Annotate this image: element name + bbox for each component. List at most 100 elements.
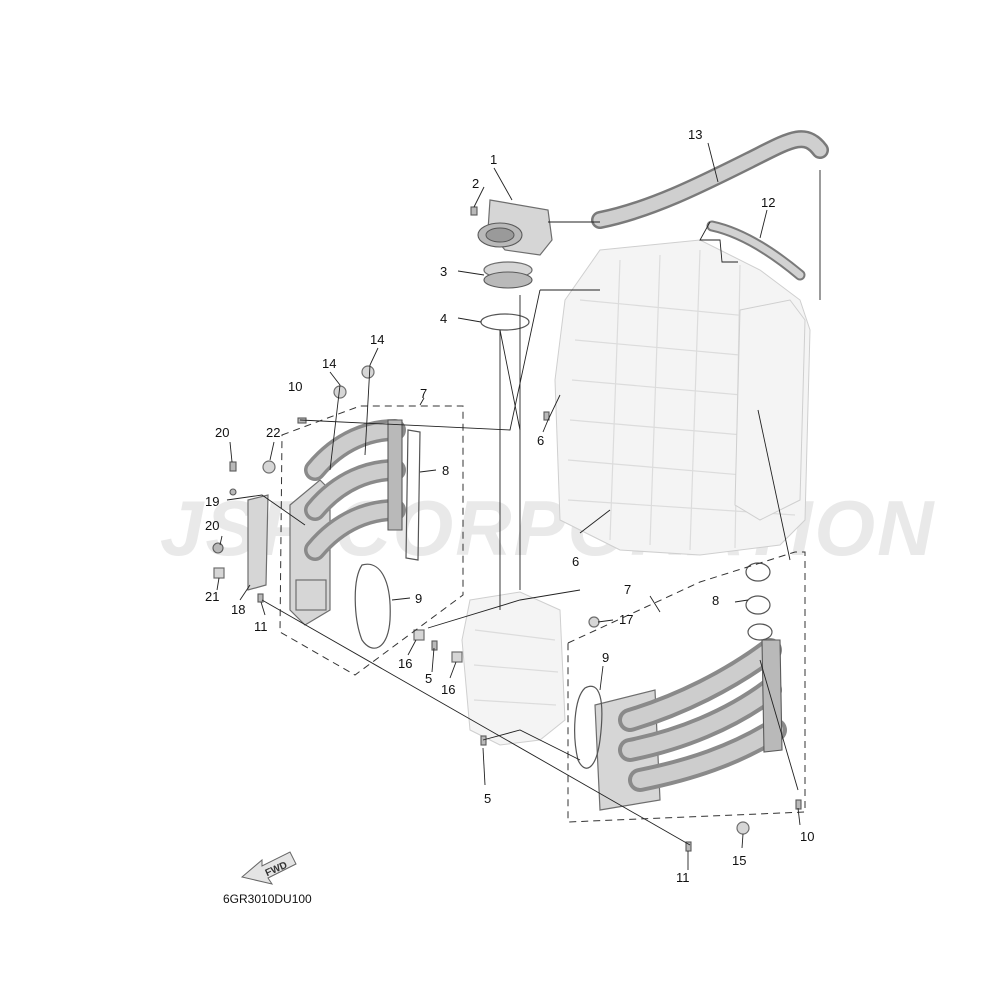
leader-22 — [269, 441, 275, 461]
nut-14-b — [361, 365, 375, 379]
leader-15 — [741, 833, 744, 849]
leader-lines — [216, 142, 821, 870]
leader-16-to-block — [427, 589, 581, 629]
callout-1: 1 — [490, 152, 497, 167]
callout-8-b: 8 — [712, 593, 719, 608]
manifold-left-flange — [387, 419, 403, 531]
callout-13: 13 — [688, 127, 702, 142]
callout-6-b: 6 — [572, 554, 579, 569]
intake-elbow-1 — [477, 199, 553, 256]
gasket-8-right-c — [747, 623, 773, 641]
leader-10b — [797, 807, 801, 826]
leader-2 — [473, 186, 485, 208]
callout-11-b: 11 — [676, 870, 690, 885]
clamp-ring-bottom — [483, 271, 533, 289]
leader-5b — [482, 747, 486, 786]
lower-housing-ghost — [461, 591, 566, 746]
callout-10-a: 10 — [288, 379, 302, 394]
leader-20b — [219, 535, 223, 546]
leader-4-drop — [499, 289, 600, 431]
bolt-10-right — [795, 799, 802, 810]
leader-8a — [419, 469, 437, 473]
grommet-21 — [213, 567, 225, 579]
callout-17: 17 — [619, 612, 633, 627]
callout-21: 21 — [205, 589, 219, 604]
leader-5a — [431, 647, 435, 673]
callout-9-a: 9 — [415, 591, 422, 606]
intake-elbow-opening — [485, 227, 515, 243]
nut-20-lower — [212, 542, 224, 554]
engine-block-ghost — [554, 239, 811, 556]
leader-12-bracket — [699, 221, 738, 263]
leader-14 — [329, 347, 379, 471]
gasket-9-left — [354, 563, 391, 649]
clamp-ring-3 — [483, 261, 533, 289]
leader-10-right — [759, 659, 799, 791]
gasket-8-left — [405, 429, 421, 561]
callout-labels: 1 2 3 4 5 5 6 6 7 7 8 8 9 9 10 10 11 11 … — [205, 127, 814, 885]
callout-6-a: 6 — [537, 433, 544, 448]
fwd-arrow-icon: FWD — [240, 851, 297, 885]
leader-9b — [599, 665, 604, 691]
bolt-5-b — [480, 735, 487, 746]
callout-16-a: 16 — [398, 656, 412, 671]
callout-10-b: 10 — [800, 829, 814, 844]
manifold-left-base — [295, 579, 327, 611]
lower-housing-ribs — [473, 629, 559, 706]
gasket-8-right-b — [745, 595, 771, 615]
callout-15: 15 — [732, 853, 746, 868]
screw-19 — [229, 488, 237, 496]
bolt-2 — [470, 206, 478, 216]
callout-14-a: 14 — [322, 356, 336, 371]
gaskets-8-right — [745, 562, 773, 641]
screw-6-a — [543, 411, 550, 421]
callout-5-a: 5 — [425, 671, 432, 686]
engine-block-cylinders — [609, 249, 741, 551]
runner-r2-in — [622, 682, 778, 758]
callout-3: 3 — [440, 264, 447, 279]
callout-19: 19 — [205, 494, 219, 509]
callout-12: 12 — [761, 195, 775, 210]
hose-12-fill — [708, 222, 804, 279]
leader-19 — [226, 494, 306, 526]
callout-5-b: 5 — [484, 791, 491, 806]
intake-manifold-right — [594, 638, 787, 811]
runner-r3-in — [632, 722, 783, 788]
bolt-11-left — [257, 593, 264, 603]
leader-7a — [419, 397, 425, 406]
hose-13-fill — [593, 132, 827, 227]
leader-12 — [759, 209, 768, 239]
o-ring-4 — [480, 313, 530, 331]
clip-17 — [588, 616, 600, 628]
callout-7-b: 7 — [624, 582, 631, 597]
callout-18: 18 — [231, 602, 245, 617]
leader-6b — [579, 509, 611, 534]
manifold-left-runners — [304, 419, 406, 561]
runner-l3-in — [307, 502, 403, 558]
gasket-8-right-a — [745, 562, 771, 582]
engine-block-ribs — [567, 299, 801, 516]
manifold-right-flange — [761, 639, 783, 753]
leader-13 — [707, 142, 719, 183]
callout-11-a: 11 — [254, 619, 268, 634]
bolt-20-top — [229, 461, 237, 472]
hose-13 — [591, 130, 829, 229]
leader-11-long — [261, 599, 691, 846]
watermark-text: JSP CORPORATION — [160, 484, 935, 572]
leader-4 — [457, 317, 482, 323]
nut-16-b — [451, 651, 463, 663]
bolt-11-right — [685, 841, 692, 852]
leader-9a — [391, 597, 411, 601]
callout-4: 4 — [440, 311, 447, 326]
runner-l2-in — [307, 462, 403, 518]
nut-16-a — [413, 629, 425, 641]
intake-manifold-left — [289, 419, 406, 626]
callout-16-b: 16 — [441, 682, 455, 697]
leader-5-lower — [482, 729, 581, 761]
leader-block-right — [757, 409, 791, 561]
fwd-arrow-shape — [240, 851, 297, 885]
callout-20-b: 20 — [205, 518, 219, 533]
callout-20-a: 20 — [215, 425, 229, 440]
leader-18 — [239, 584, 251, 601]
